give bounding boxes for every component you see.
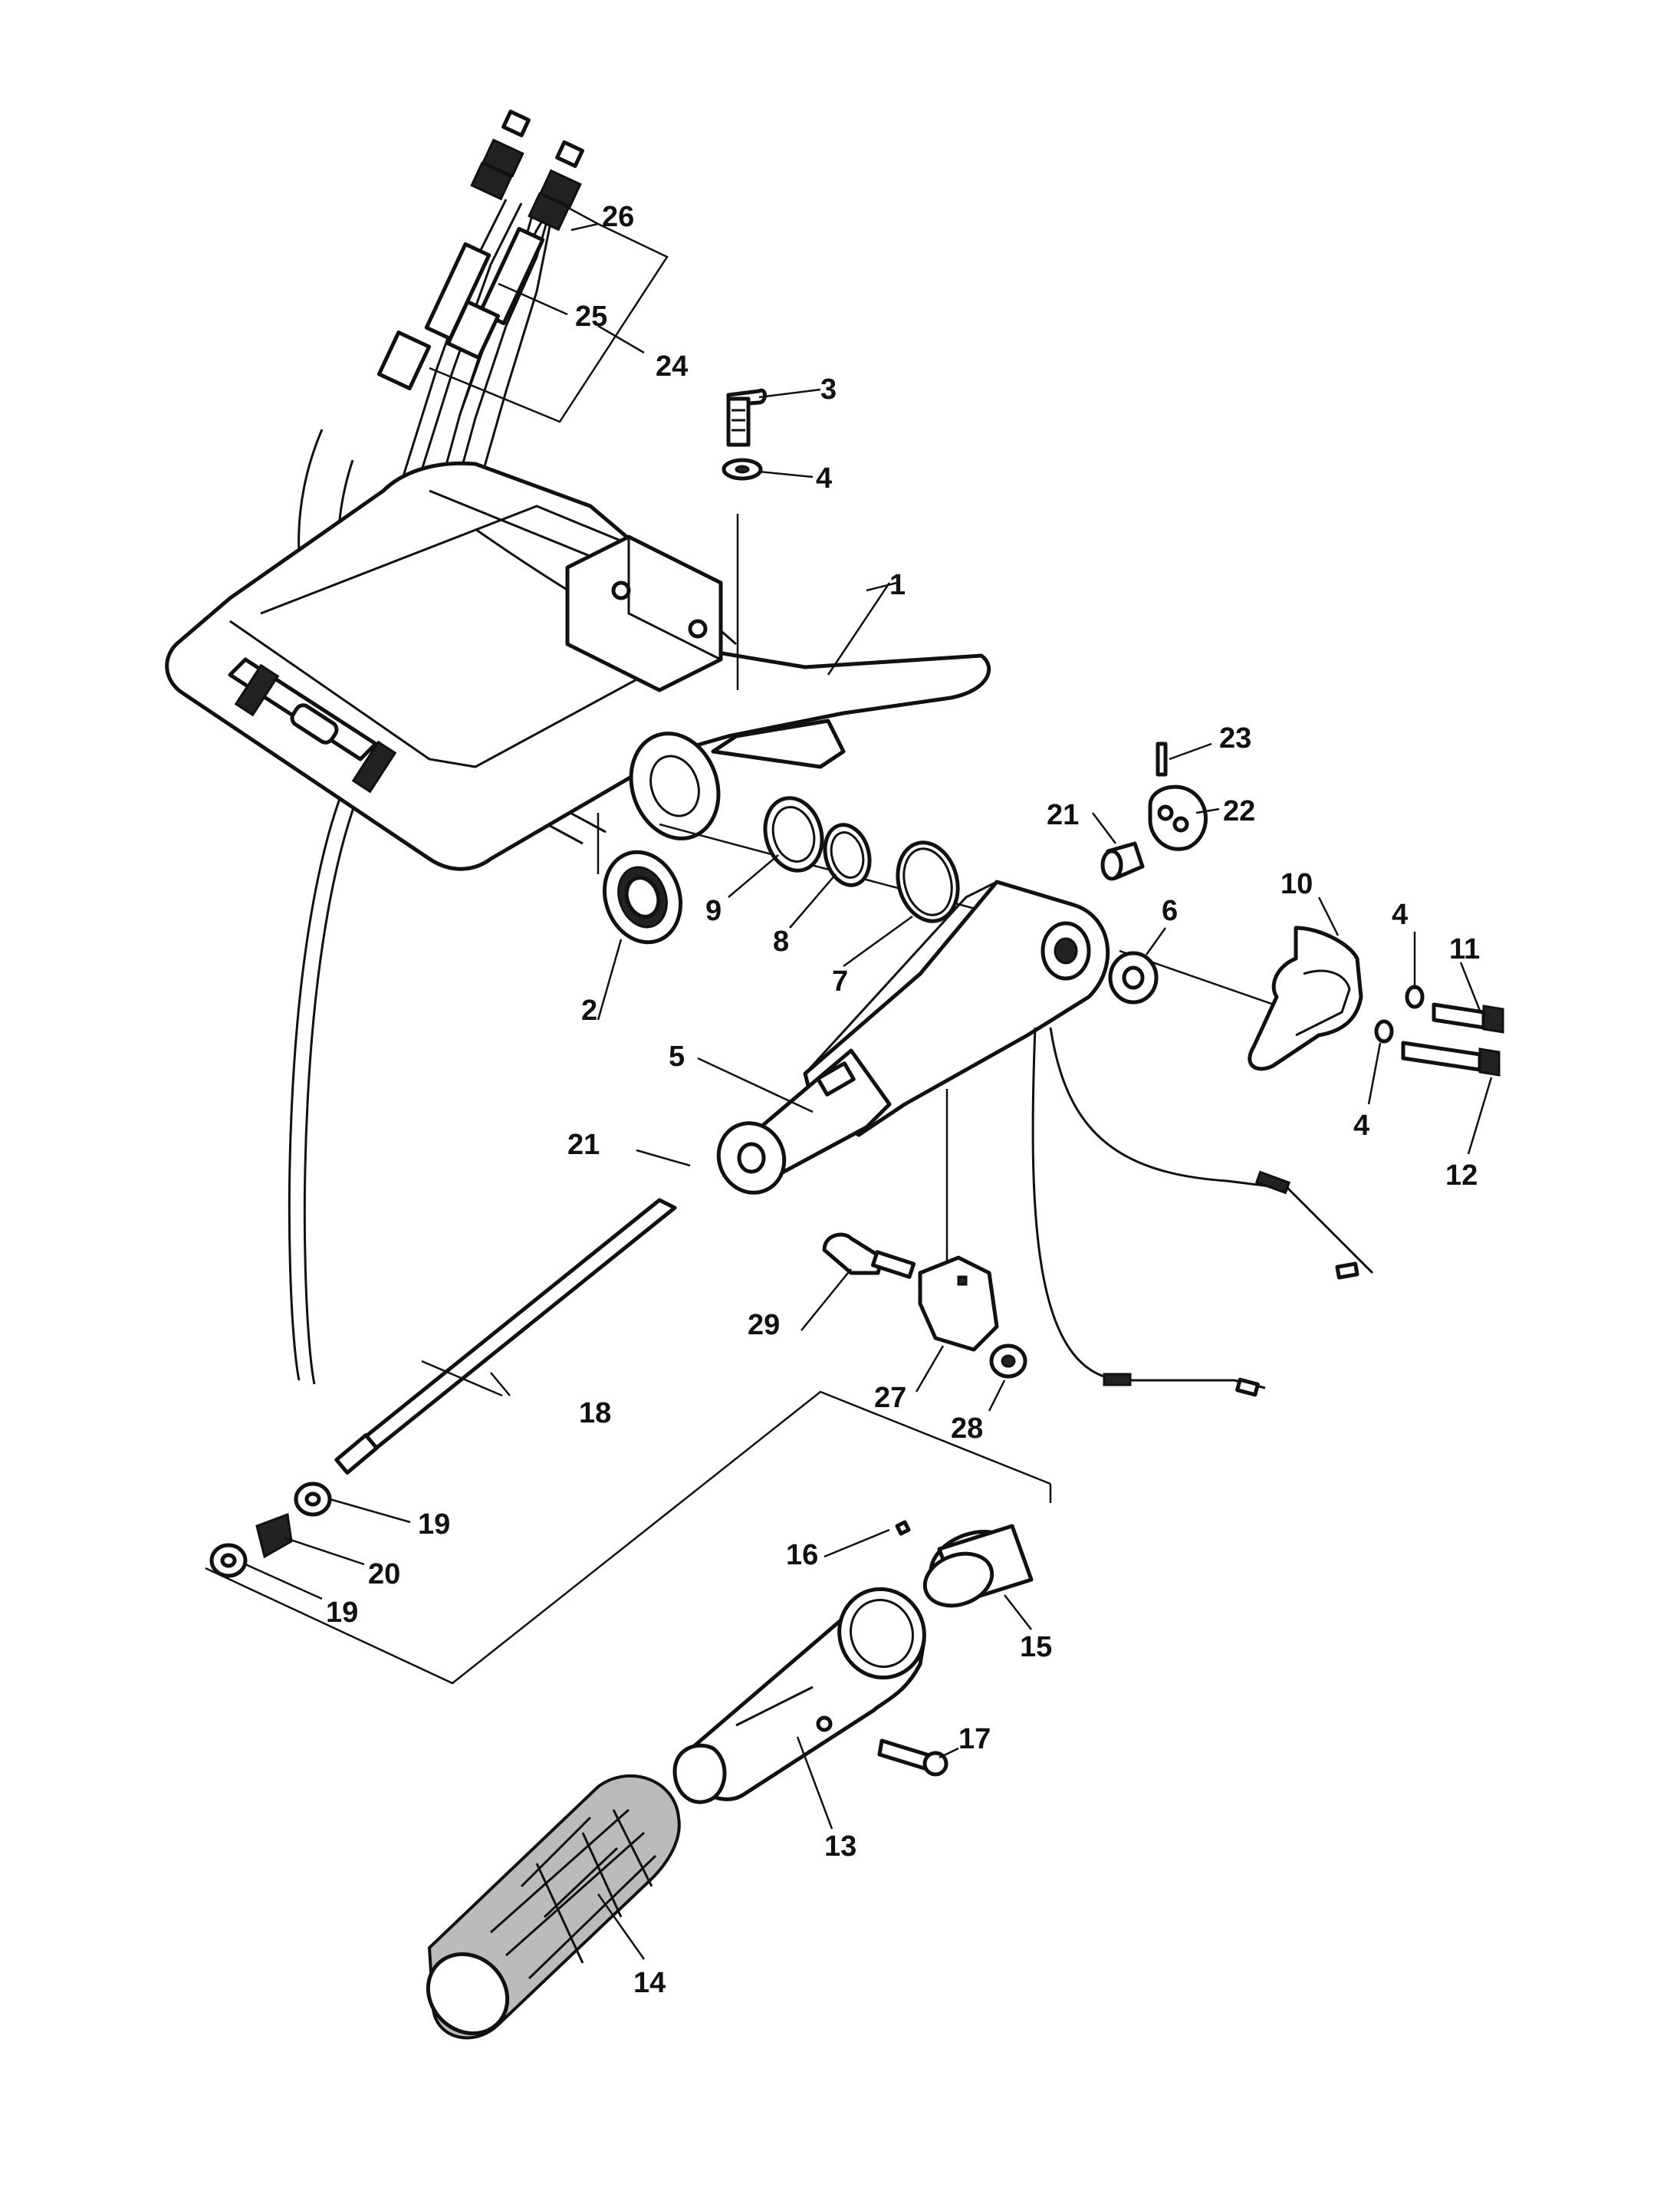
callout-5: 5 xyxy=(669,1041,685,1073)
callout-21-lower: 21 xyxy=(567,1129,600,1161)
tiller-arm-5 xyxy=(716,880,1110,1195)
throttle-shaft-18 xyxy=(209,1198,677,1578)
pin-22-group xyxy=(1100,742,1208,881)
callout-21-upper: 21 xyxy=(1047,799,1079,831)
callout-26: 26 xyxy=(602,201,634,233)
bolt-3-group xyxy=(722,388,767,481)
callout-4-upper: 4 xyxy=(816,462,832,495)
callout-20: 20 xyxy=(368,1558,400,1590)
bracket-27-group xyxy=(822,1232,1027,1379)
callout-24: 24 xyxy=(656,350,688,383)
callout-6: 6 xyxy=(1162,895,1178,927)
callout-29: 29 xyxy=(748,1309,780,1341)
callout-2: 2 xyxy=(581,995,597,1027)
callout-19-upper: 19 xyxy=(418,1508,450,1541)
collar-15-group xyxy=(895,1520,1034,1608)
callout-4-right-lower: 4 xyxy=(1353,1110,1369,1142)
throttle-tube-13 xyxy=(672,1587,948,1804)
callout-1: 1 xyxy=(889,569,906,601)
callout-23: 23 xyxy=(1219,722,1251,755)
callout-18: 18 xyxy=(579,1397,611,1429)
callout-9: 9 xyxy=(705,895,722,927)
callout-12: 12 xyxy=(1445,1159,1478,1192)
rings-7-8-9 xyxy=(763,796,960,923)
callout-16: 16 xyxy=(786,1539,818,1571)
callout-13: 13 xyxy=(824,1830,856,1863)
callout-15: 15 xyxy=(1020,1631,1052,1663)
seal-2 xyxy=(602,850,683,945)
plate-10-group xyxy=(1248,926,1504,1077)
grip-14 xyxy=(426,1774,681,2040)
callout-22: 22 xyxy=(1223,795,1255,827)
callout-4-right-upper: 4 xyxy=(1392,899,1408,931)
callout-labels: 1 2 3 4 4 4 5 6 7 8 9 10 11 12 13 14 15 … xyxy=(326,201,1480,1999)
callout-19-lower: 19 xyxy=(326,1597,358,1629)
throttle-grip-bracket-lines xyxy=(205,1390,1052,1685)
callout-3: 3 xyxy=(820,373,837,406)
callout-17: 17 xyxy=(958,1723,991,1755)
callout-25: 25 xyxy=(575,301,607,333)
leader-lines xyxy=(245,202,1493,1960)
callout-27: 27 xyxy=(874,1382,906,1414)
callout-8: 8 xyxy=(773,926,789,958)
washer-6 xyxy=(1108,951,1159,1005)
callout-28: 28 xyxy=(951,1413,983,1445)
callout-14: 14 xyxy=(633,1967,666,1999)
callout-11: 11 xyxy=(1449,933,1480,965)
stop-switch-wires xyxy=(1031,1027,1374,1397)
callout-10: 10 xyxy=(1281,868,1313,900)
steering-bracket xyxy=(165,461,991,871)
callout-7: 7 xyxy=(832,965,848,998)
